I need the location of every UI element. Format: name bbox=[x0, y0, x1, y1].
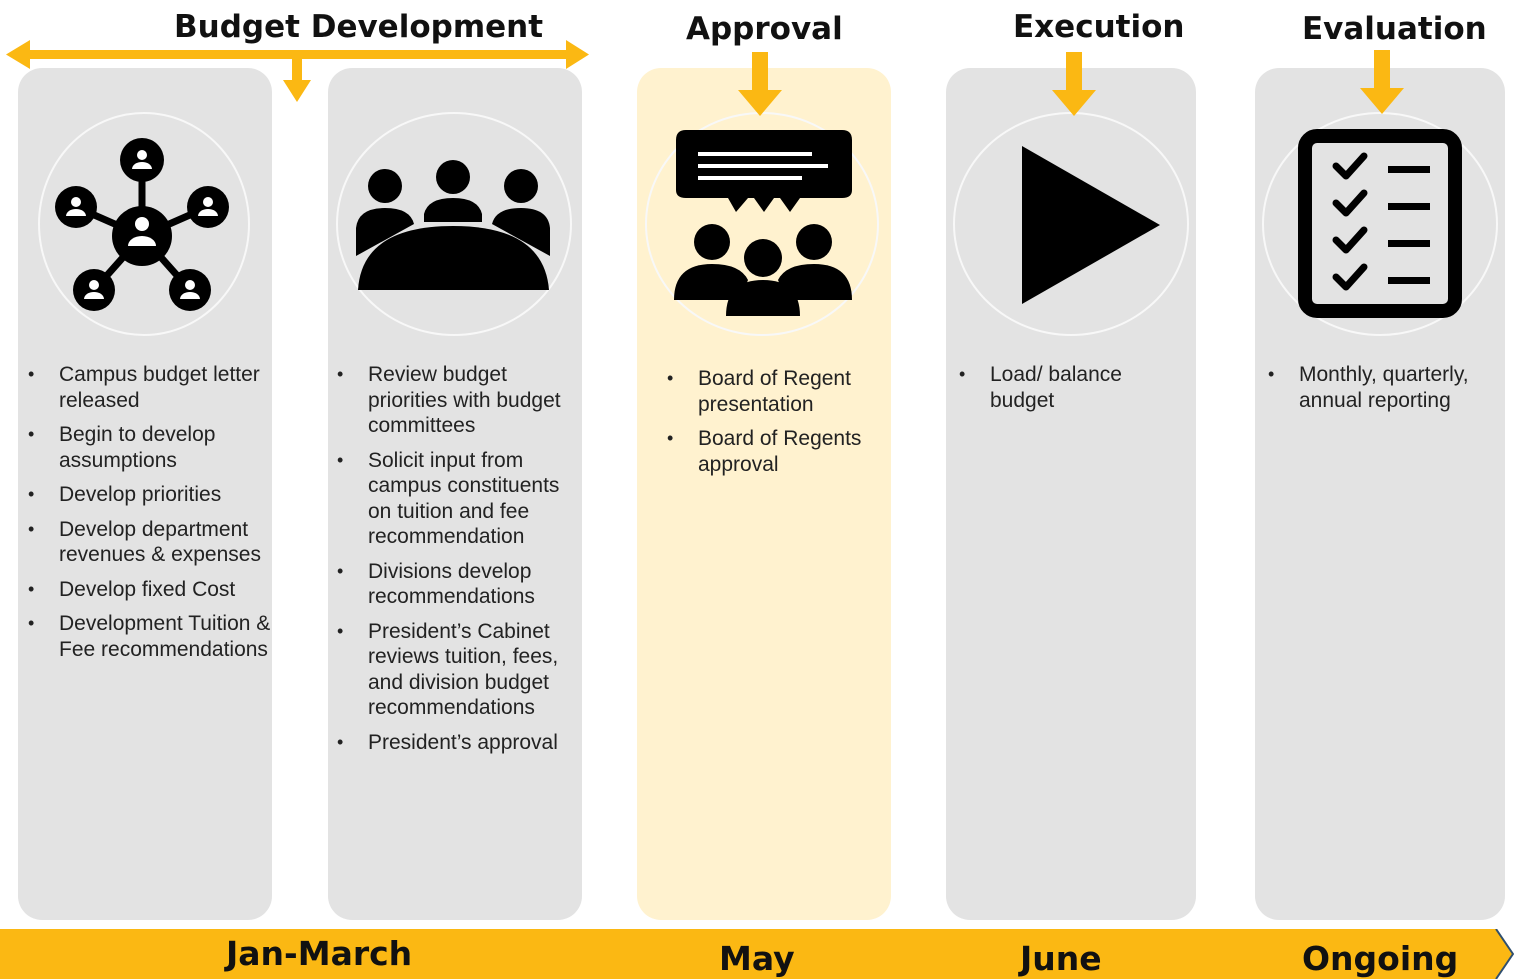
down-arrow-icon bbox=[283, 58, 311, 102]
phase-title-execution: Execution bbox=[1013, 9, 1185, 45]
list-item: Develop fixed Cost bbox=[20, 577, 272, 603]
timeline-label-ongoing: Ongoing bbox=[1302, 939, 1459, 978]
list-item: Begin to develop assumptions bbox=[20, 422, 272, 473]
phase-title-evaluation: Evaluation bbox=[1302, 11, 1487, 47]
checklist-icon bbox=[1298, 129, 1462, 318]
down-arrow-icon bbox=[1052, 52, 1096, 116]
down-arrow-icon bbox=[738, 52, 782, 116]
list-item: Board of Regent presentation bbox=[659, 366, 891, 417]
network-people-icon bbox=[55, 138, 229, 311]
list-item: Develop priorities bbox=[20, 482, 272, 508]
phase-title-budget-development: Budget Development bbox=[174, 9, 544, 45]
list-item: Load/ balance budget bbox=[951, 362, 1161, 413]
down-arrow-icon bbox=[1360, 50, 1404, 114]
timeline-arrow-tip-icon bbox=[1494, 929, 1514, 979]
timeline-bar bbox=[0, 929, 1496, 979]
list-item: Develop department revenues & expenses bbox=[20, 517, 272, 568]
bullet-list-execution: Load/ balance budget bbox=[951, 362, 1161, 422]
presentation-group-icon bbox=[674, 130, 852, 316]
icon-circle-2 bbox=[336, 112, 572, 336]
list-item: Review budget priorities with budget com… bbox=[329, 362, 579, 439]
list-item: Development Tuition & Fee recommendation… bbox=[20, 611, 272, 662]
icon-circle-4 bbox=[953, 112, 1189, 336]
bullet-list-evaluation: Monthly, quarterly, annual reporting bbox=[1260, 362, 1504, 422]
list-item: Campus budget letter released bbox=[20, 362, 272, 413]
list-item: Monthly, quarterly, annual reporting bbox=[1260, 362, 1504, 413]
list-item: President’s Cabinet reviews tuition, fee… bbox=[329, 619, 579, 721]
bullet-list-budget-development-2: Review budget priorities with budget com… bbox=[329, 362, 579, 764]
list-item: Divisions develop recommendations bbox=[329, 559, 579, 610]
meeting-table-icon bbox=[356, 160, 550, 290]
double-headed-arrow-icon bbox=[6, 40, 589, 69]
icon-circle-1 bbox=[38, 112, 250, 336]
timeline-label-june: June bbox=[1020, 939, 1102, 978]
timeline-label-jan-march: Jan-March bbox=[226, 934, 413, 973]
play-icon bbox=[1022, 146, 1160, 304]
bullet-list-budget-development-1: Campus budget letter released Begin to d… bbox=[20, 362, 272, 671]
list-item: President’s approval bbox=[329, 730, 579, 756]
phase-title-approval: Approval bbox=[686, 11, 843, 47]
list-item: Solicit input from campus constituents o… bbox=[329, 448, 579, 550]
icon-circle-5 bbox=[1262, 112, 1498, 336]
bullet-list-approval: Board of Regent presentation Board of Re… bbox=[659, 366, 891, 486]
timeline-label-may: May bbox=[719, 939, 795, 978]
list-item: Board of Regents approval bbox=[659, 426, 891, 477]
